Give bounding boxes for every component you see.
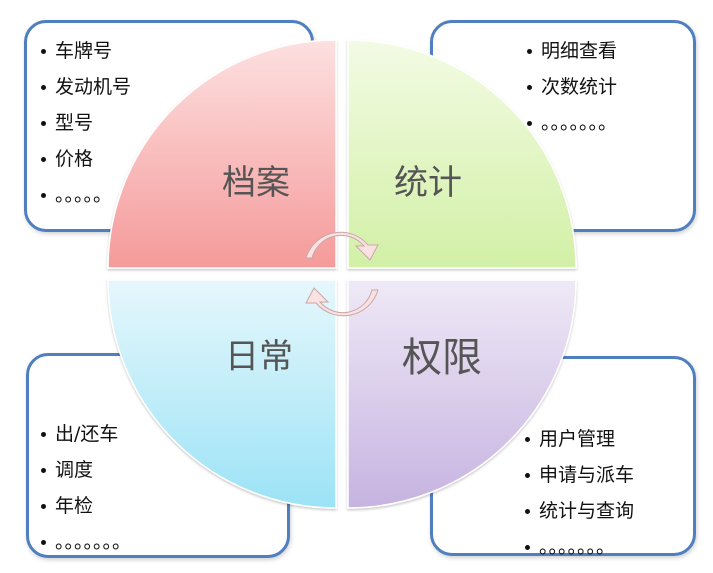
archive-item-list: 车牌号 发动机号 型号 价格 。。。。。 (39, 33, 311, 213)
list-item: 次数统计 (525, 69, 693, 105)
list-item: 。。。。。。。 (525, 105, 693, 141)
list-item: 。。。。。。。 (39, 524, 287, 560)
list-item: 价格 (39, 141, 311, 177)
quadrant-permission (347, 279, 577, 509)
daily-item-list: 出/还车 调度 年检 。。。。。。。 (39, 416, 287, 560)
quadrant-label-archive: 档案 (222, 163, 290, 203)
quadrant-statistics (347, 39, 577, 269)
cycle-arrows-icon (305, 231, 379, 317)
permission-item-list: 用户管理 申请与派车 统计与查询 。。。。。。。 (523, 421, 693, 565)
quadrant-label-daily: 日常 (225, 337, 293, 377)
list-item: 用户管理 (523, 421, 693, 457)
list-item: 型号 (39, 105, 311, 141)
list-item: 调度 (39, 452, 287, 488)
arrow-bottom (305, 287, 379, 317)
arrow-top (305, 231, 379, 261)
quadrant-label-permission: 权限 (402, 335, 482, 381)
list-item: 。。。。。。。 (523, 529, 693, 565)
list-item: 年检 (39, 488, 287, 524)
quadrant-label-statistics: 统计 (394, 163, 462, 203)
quadrant-daily (107, 279, 337, 509)
list-item: 出/还车 (39, 416, 287, 452)
list-item: 。。。。。 (39, 177, 311, 213)
list-item: 车牌号 (39, 33, 311, 69)
list-item: 申请与派车 (523, 457, 693, 493)
list-item: 统计与查询 (523, 493, 693, 529)
list-item: 发动机号 (39, 69, 311, 105)
list-item: 明细查看 (525, 33, 693, 69)
statistics-item-list: 明细查看 次数统计 。。。。。。。 (525, 33, 693, 141)
quadrant-archive (107, 39, 337, 269)
